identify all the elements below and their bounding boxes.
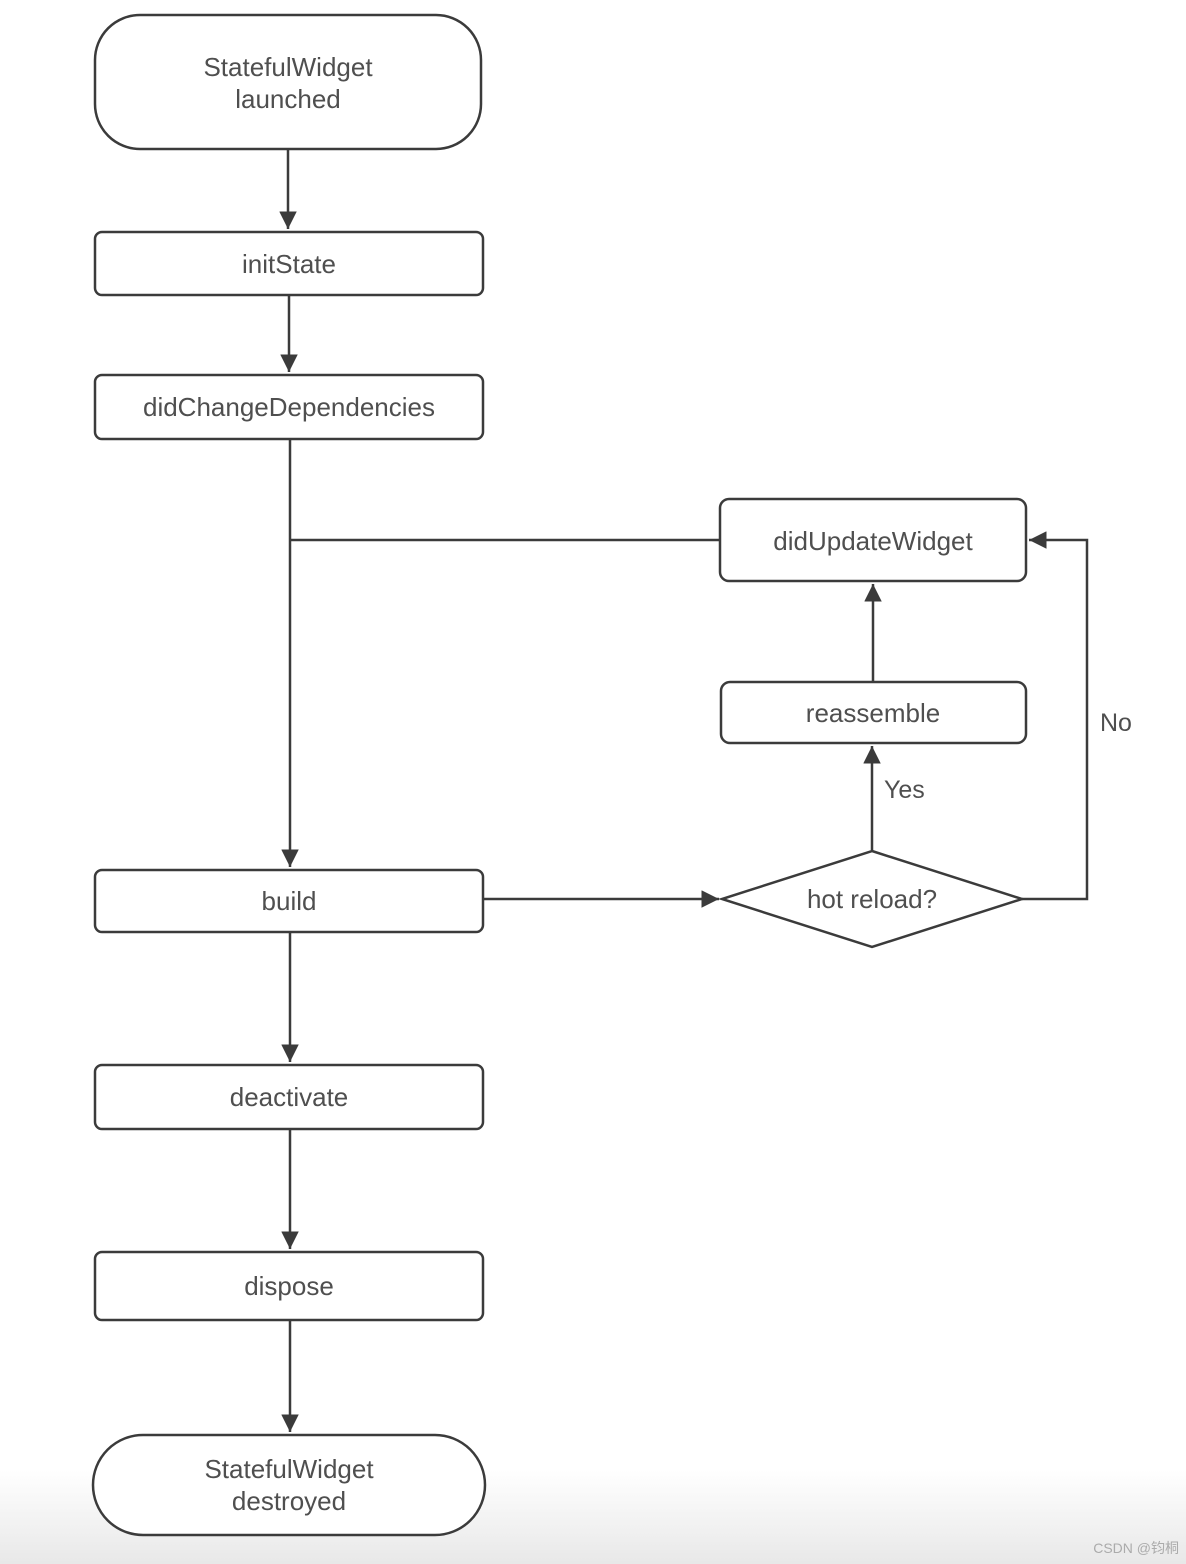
- node-deactivate: deactivate: [93, 1063, 485, 1131]
- didchangedependencies-process-shape: [93, 373, 485, 441]
- flowchart-edges: [279, 149, 1089, 1432]
- dispose-label: dispose: [244, 1271, 334, 1301]
- didupdatewidget-process-shape: [718, 497, 1028, 583]
- reassemble-process-shape: [719, 680, 1028, 745]
- node-statefulwidget-destroyed: StatefulWidget destroyed: [91, 1433, 487, 1537]
- build-label: build: [262, 886, 317, 916]
- node-initstate: initState: [93, 230, 485, 297]
- csdn-watermark: CSDN @钧桐: [1093, 1540, 1179, 1556]
- node-statefulwidget-launched: StatefulWidget launched: [93, 13, 483, 151]
- didchangedependencies-label: didChangeDependencies: [143, 392, 435, 422]
- end-label-line2: destroyed: [232, 1486, 346, 1516]
- end-label-line1: StatefulWidget: [204, 1454, 374, 1484]
- hotreload-label: hot reload?: [807, 884, 937, 914]
- hotreload-decision-shape: [717, 849, 1027, 949]
- edge-label-no: No: [1100, 709, 1132, 737]
- edge-hotreload-no-to-didupdatewidget: [1022, 531, 1089, 901]
- node-dispose: dispose: [93, 1250, 485, 1322]
- deactivate-process-shape: [93, 1063, 485, 1131]
- start-label-line2: launched: [235, 84, 341, 114]
- dispose-process-shape: [93, 1250, 485, 1322]
- deactivate-label: deactivate: [230, 1082, 349, 1112]
- initstate-label: initState: [242, 249, 336, 279]
- end-terminator-shape: [91, 1433, 487, 1537]
- reassemble-label: reassemble: [806, 698, 940, 728]
- build-process-shape: [93, 868, 485, 934]
- start-terminator-shape: [93, 13, 483, 151]
- didupdatewidget-label: didUpdateWidget: [773, 526, 973, 556]
- node-didupdatewidget: didUpdateWidget: [718, 497, 1028, 583]
- node-build: build: [93, 868, 485, 934]
- edge-label-yes: Yes: [884, 776, 925, 804]
- start-label-line1: StatefulWidget: [203, 52, 373, 82]
- node-reassemble: reassemble: [719, 680, 1028, 745]
- initstate-process-shape: [93, 230, 485, 297]
- node-hot-reload-decision: hot reload?: [717, 849, 1027, 949]
- node-didchangedependencies: didChangeDependencies: [93, 373, 485, 441]
